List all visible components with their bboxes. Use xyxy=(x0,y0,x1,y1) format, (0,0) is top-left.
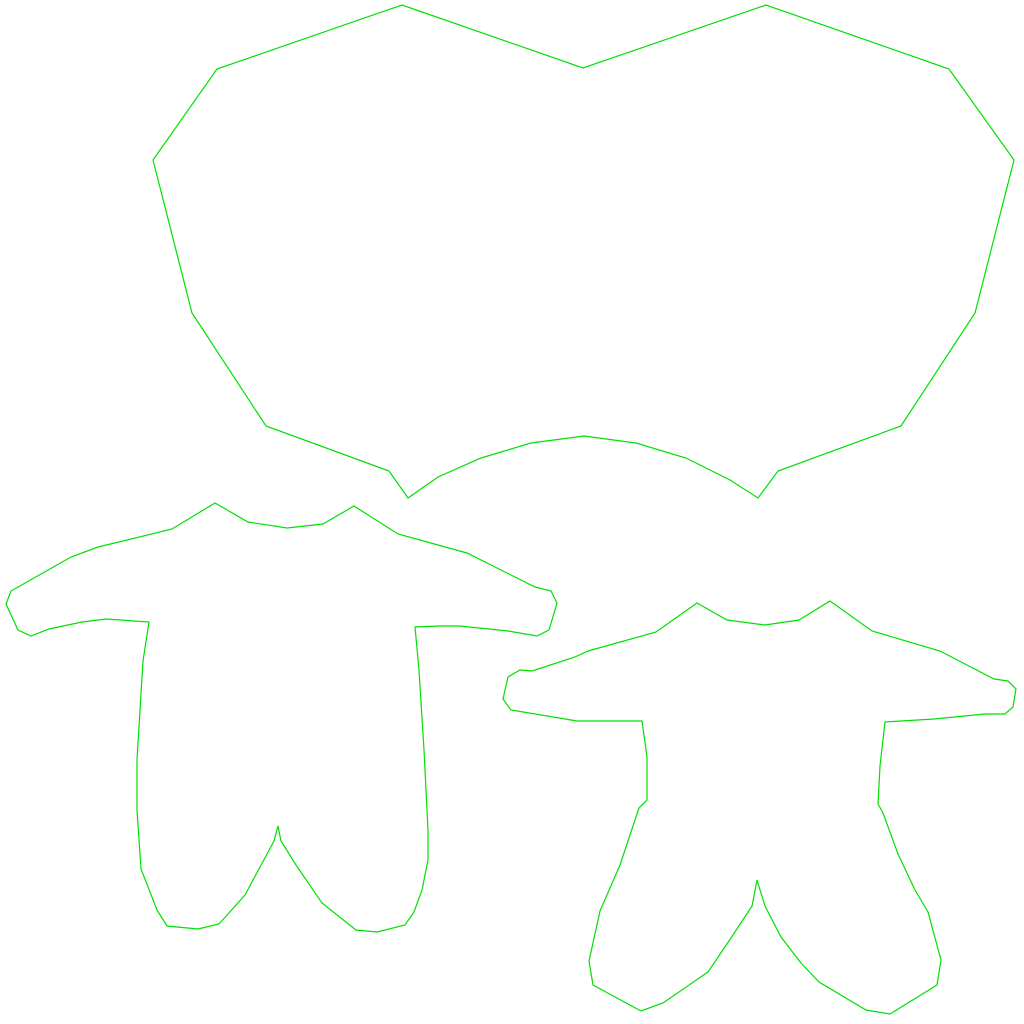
romper-piece-right-outline xyxy=(502,600,1017,1015)
romper-piece-left-outline xyxy=(5,502,558,933)
hood-piece-outline xyxy=(152,4,1015,499)
